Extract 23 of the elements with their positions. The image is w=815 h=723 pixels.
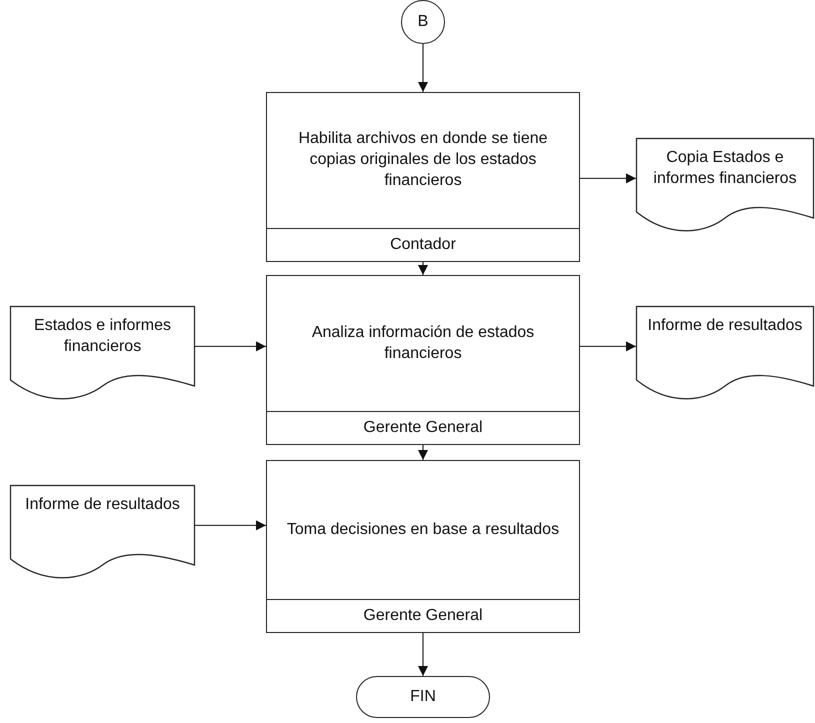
document-label: Copia Estados e informes financieros xyxy=(652,148,798,189)
process-box xyxy=(266,460,580,633)
arrow xyxy=(194,341,266,352)
document-label: Informe de resultados xyxy=(24,495,181,515)
arrow xyxy=(580,173,636,184)
process-box xyxy=(266,92,580,262)
process-text: Habilita archivos en donde se tiene copias originales de los estados financieros xyxy=(297,129,549,191)
connector-circle: B xyxy=(401,0,445,44)
arrow xyxy=(580,341,636,352)
arrow xyxy=(418,262,428,276)
document-label: Estados e informes financieros xyxy=(33,316,172,357)
process-text: Toma decisiones en base a resultados xyxy=(286,520,560,540)
arrow xyxy=(194,520,266,530)
arrow xyxy=(418,632,428,676)
role-label: Gerente General xyxy=(267,599,579,632)
terminator: FIN xyxy=(356,676,490,718)
arrow xyxy=(418,444,428,460)
role-label: Gerente General xyxy=(267,411,579,444)
arrow xyxy=(418,44,428,92)
role-label: Contador xyxy=(267,228,579,261)
process-box xyxy=(266,275,580,445)
process-text: Analiza información de estados financieros xyxy=(310,322,536,364)
document-label: Informe de resultados xyxy=(646,316,804,336)
